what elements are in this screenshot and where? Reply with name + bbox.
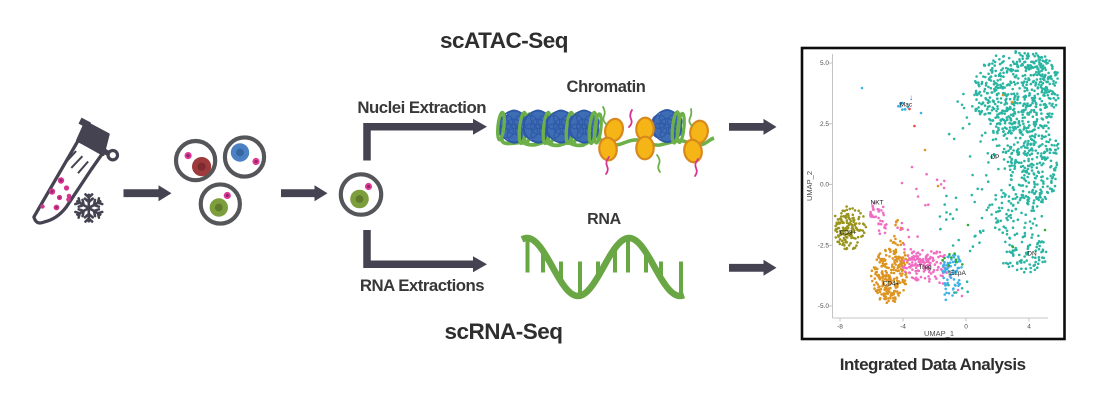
svg-text:IELpA: IELpA [948,270,966,277]
svg-text:2.5: 2.5 [820,121,829,128]
svg-text:0: 0 [964,324,968,331]
svg-text:↓: ↓ [909,93,913,102]
svg-text:4: 4 [1027,324,1031,331]
svg-text:5.0: 5.0 [820,60,829,67]
svg-text:UMAP_1: UMAP_1 [924,329,954,338]
svg-text:UMAP_2: UMAP_2 [805,171,814,201]
svg-text:scRNA-Seq: scRNA-Seq [444,319,562,344]
svg-text:DP: DP [990,154,999,161]
svg-text:-8: -8 [837,324,843,331]
svg-text:Treg: Treg [918,264,932,271]
svg-text:CD8+: CD8+ [840,230,857,237]
svg-text:DN: DN [1027,251,1037,258]
svg-text:Integrated Data Analysis: Integrated Data Analysis [840,355,1026,374]
svg-text:-4: -4 [900,324,906,331]
svg-text:0.0: 0.0 [820,182,829,189]
svg-text:Nuclei Extraction: Nuclei Extraction [357,98,486,117]
svg-text:RNA: RNA [587,211,622,228]
svg-text:-2.5: -2.5 [818,243,830,250]
svg-text:Mac: Mac [900,102,913,109]
svg-text:Chromatin: Chromatin [567,78,646,96]
svg-text:RNA Extractions: RNA Extractions [360,276,484,295]
svg-text:NKT: NKT [871,200,884,207]
svg-text:-5.0: -5.0 [818,303,830,310]
svg-text:CD4+: CD4+ [883,281,900,288]
svg-text:scATAC-Seq: scATAC-Seq [440,28,568,53]
